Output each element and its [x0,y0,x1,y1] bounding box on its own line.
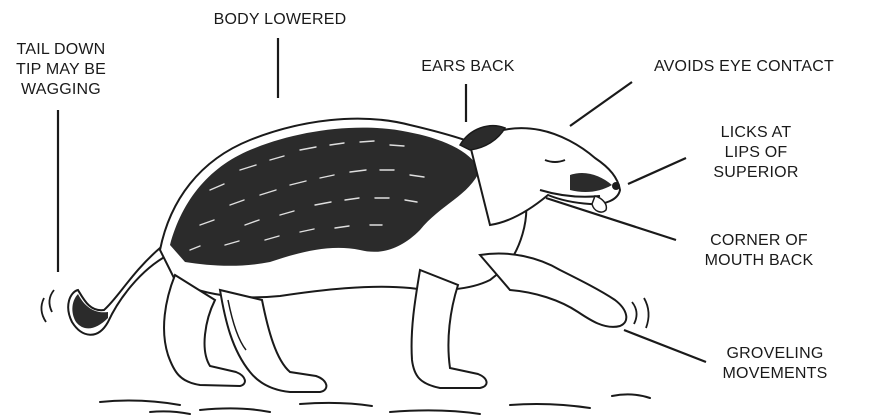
label-mouth-line-1: CORNER OF [666,231,852,251]
label-tail-line-2: TIP MAY BE [0,60,122,80]
label-body-line-1: BODY LOWERED [185,10,375,30]
label-tail-down: TAIL DOWN TIP MAY BE WAGGING [0,40,122,100]
label-tail-line-3: WAGGING [0,80,122,100]
paw-motion-lines [632,298,649,328]
label-groveling-movements: GROVELING MOVEMENTS [694,344,856,384]
label-ears-back: EARS BACK [408,57,528,77]
label-licks-line-3: SUPERIOR [680,163,832,183]
leader-licks [628,158,686,184]
leader-mouth [546,198,676,240]
label-licks-line-2: LIPS OF [680,143,832,163]
label-ears-line-1: EARS BACK [408,57,528,77]
label-corner-of-mouth: CORNER OF MOUTH BACK [666,231,852,271]
label-mouth-line-2: MOUTH BACK [666,251,852,271]
label-tail-line-1: TAIL DOWN [0,40,122,60]
leader-eye [570,82,632,126]
label-licks-lips: LICKS AT LIPS OF SUPERIOR [680,123,832,183]
dog-tail [41,248,168,335]
label-body-lowered: BODY LOWERED [185,10,375,30]
label-groveling-line-1: GROVELING [694,344,856,364]
label-groveling-line-2: MOVEMENTS [694,364,856,384]
label-eye-line-1: AVOIDS EYE CONTACT [654,57,894,77]
ground-lines [100,394,650,414]
label-licks-line-1: LICKS AT [680,123,832,143]
label-avoids-eye-contact: AVOIDS EYE CONTACT [654,57,894,77]
